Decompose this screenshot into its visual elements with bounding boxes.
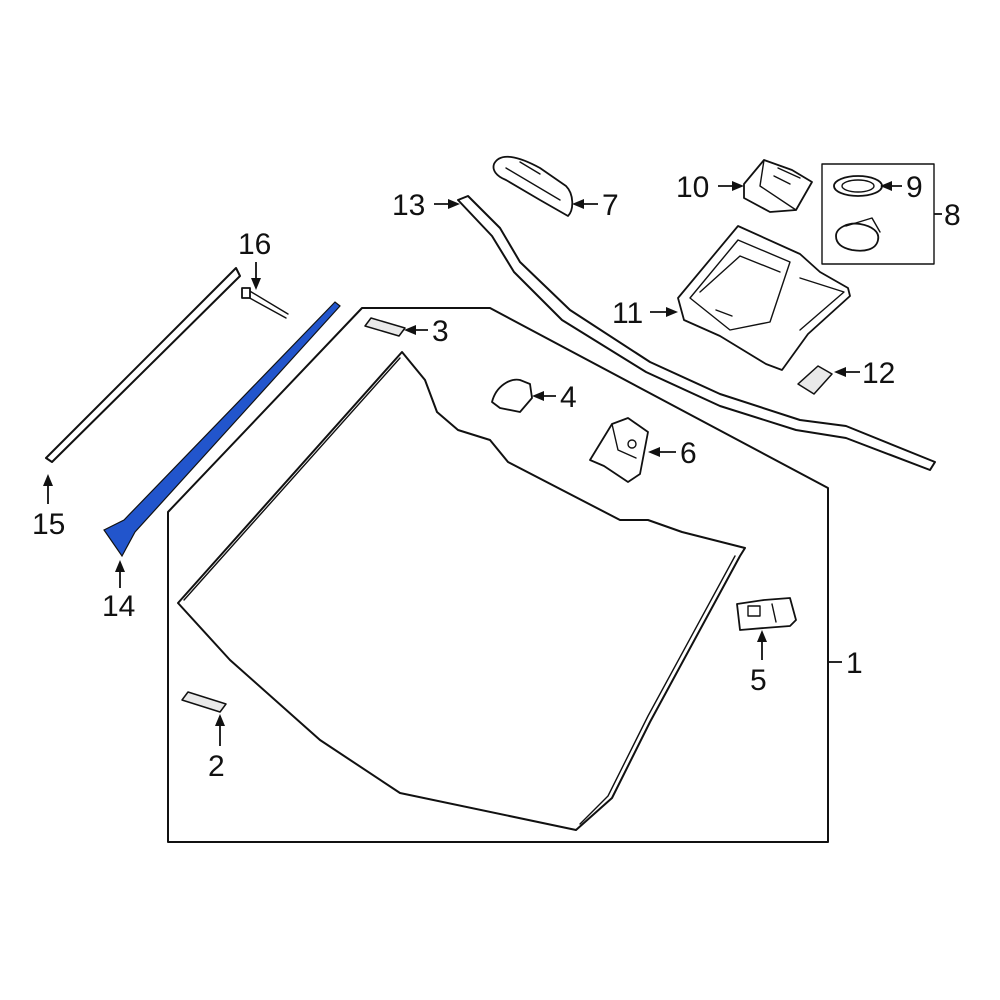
windshield-glass[interactable] <box>177 351 746 831</box>
callout-11: 11 <box>612 297 643 330</box>
part-7-rearview-mirror[interactable] <box>492 155 574 217</box>
callout-5: 5 <box>750 664 767 697</box>
callout-16: 16 <box>238 228 271 261</box>
part-12-cover[interactable] <box>797 365 833 395</box>
callout-9: 9 <box>906 171 923 204</box>
part-9-ring[interactable] <box>833 175 883 197</box>
callout-4: 4 <box>560 381 577 414</box>
part-3-bracket[interactable] <box>364 317 406 337</box>
callout-1: 1 <box>846 647 863 680</box>
callout-14: 14 <box>102 590 135 623</box>
part-2-bracket[interactable] <box>181 691 227 713</box>
part-16-bolt[interactable] <box>241 287 289 319</box>
callout-leaders <box>43 181 942 746</box>
callout-2: 2 <box>208 750 225 783</box>
part-8-mount-component[interactable] <box>835 217 881 252</box>
callout-3: 3 <box>432 315 449 348</box>
part-15-seal-strip[interactable] <box>45 267 241 463</box>
part-11-console[interactable] <box>677 225 851 371</box>
callout-8: 8 <box>944 199 961 232</box>
windshield-frame <box>167 307 829 843</box>
callout-13: 13 <box>392 189 425 222</box>
callout-10: 10 <box>676 171 709 204</box>
part-10-connector[interactable] <box>743 159 813 213</box>
callout-labels: 1 2 3 4 5 6 7 8 9 10 11 12 13 14 15 16 <box>32 171 961 783</box>
callout-7: 7 <box>602 189 619 222</box>
callout-15: 15 <box>32 508 65 541</box>
part-6-mount[interactable] <box>589 417 649 483</box>
part-13-header-molding[interactable] <box>457 195 936 471</box>
callout-6: 6 <box>680 437 697 470</box>
part-4-cover[interactable] <box>491 378 533 413</box>
part-14-a-pillar-molding[interactable] <box>103 301 341 558</box>
callout-12: 12 <box>862 357 895 390</box>
part-5-sensor[interactable] <box>736 597 797 631</box>
